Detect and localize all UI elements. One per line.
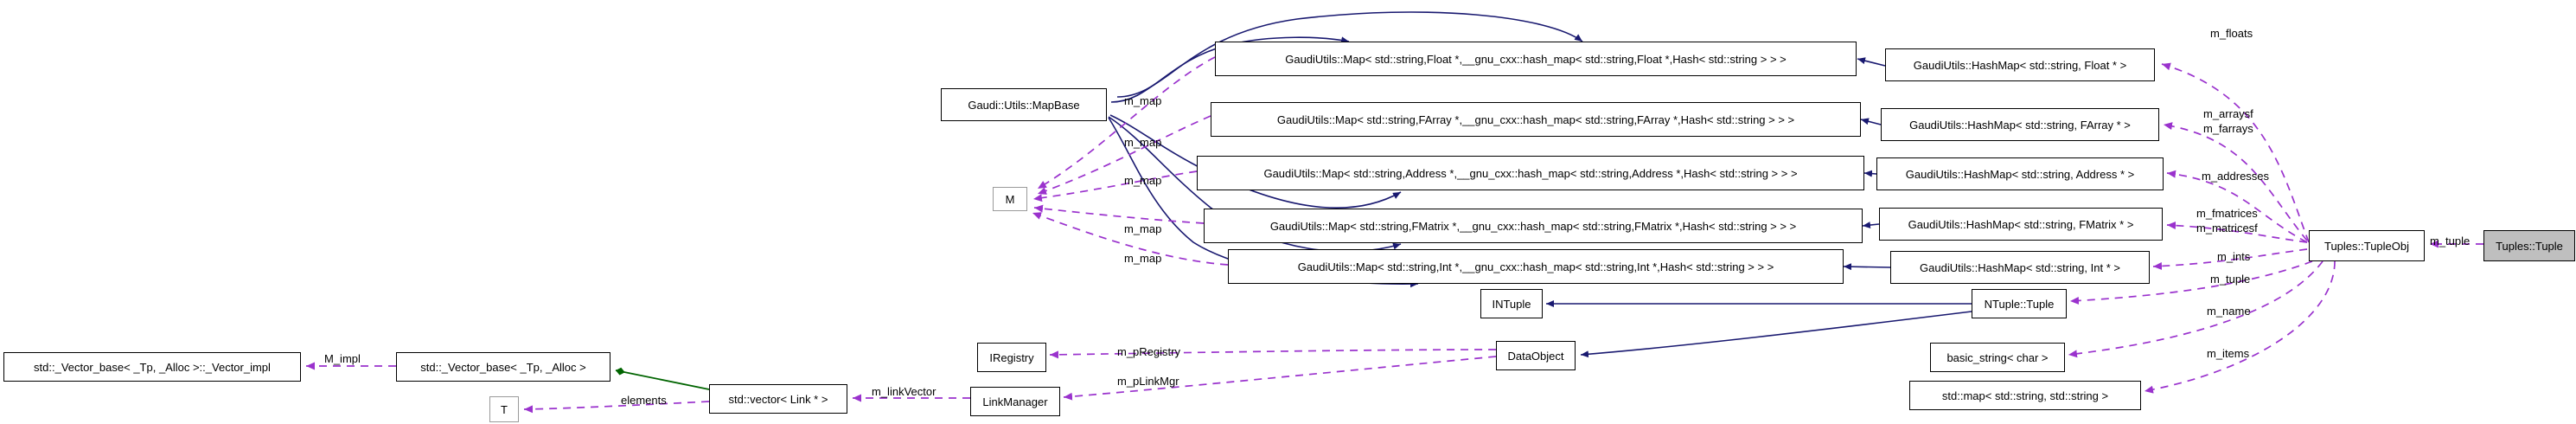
edge-label-text: m_pRegistry: [1117, 345, 1180, 358]
node-intuple[interactable]: INTuple: [1480, 289, 1543, 318]
node-label: std::vector< Link * >: [728, 392, 828, 406]
edge-label-text: m_tuple: [2210, 273, 2251, 286]
node-gaudiutils-map-float[interactable]: GaudiUtils::Map< std::string,Float *,__g…: [1215, 42, 1857, 76]
node-gaudiutils-map-address[interactable]: GaudiUtils::Map< std::string,Address *,_…: [1197, 156, 1864, 190]
node-iregistry[interactable]: IRegistry: [977, 343, 1046, 372]
edge-label-m-linkvector: m_linkVector: [872, 386, 936, 398]
edge-label-text: m_map: [1124, 174, 1162, 187]
node-tuples-tuple[interactable]: Tuples::Tuple: [2483, 230, 2575, 261]
node-label: std::map< std::string, std::string >: [1941, 389, 2109, 402]
edge-label-text: m_tuple: [2430, 234, 2471, 247]
node-label: Tuples::Tuple: [2496, 239, 2563, 253]
node-label: GaudiUtils::HashMap< std::string, Float …: [1913, 58, 2127, 72]
edge-label-m-pregistry: m_pRegistry: [1117, 346, 1180, 358]
node-tuples-tupleobj[interactable]: Tuples::TupleObj: [2309, 230, 2425, 261]
node-gaudi-utils-mapbase[interactable]: Gaudi::Utils::MapBase: [941, 88, 1107, 121]
edge-label-m-map-3: m_map: [1124, 175, 1161, 187]
node-dataobject[interactable]: DataObject: [1496, 341, 1576, 370]
node-gaudiutils-hashmap-float[interactable]: GaudiUtils::HashMap< std::string, Float …: [1885, 48, 2155, 81]
edge-label-text: elements: [621, 394, 667, 407]
node-label: GaudiUtils::HashMap< std::string, Addres…: [1905, 167, 2135, 181]
node-label: std::_Vector_base< _Tp, _Alloc >::_Vecto…: [34, 360, 271, 374]
node-label: Gaudi::Utils::MapBase: [968, 98, 1080, 112]
edge-label-m-impl: M_impl: [324, 353, 361, 365]
node-gaudiutils-hashmap-farray[interactable]: GaudiUtils::HashMap< std::string, FArray…: [1881, 108, 2159, 141]
edge-label-text: m_farrays: [2203, 122, 2253, 135]
edge-label-text: m_items: [2207, 347, 2250, 360]
node-template-param-t[interactable]: T: [489, 396, 519, 422]
usage-edges: [306, 56, 2483, 414]
aggregation-edges: [615, 367, 710, 390]
node-std-vector-base[interactable]: std::_Vector_base< _Tp, _Alloc >: [396, 352, 610, 382]
node-std-vector-base-vector-impl[interactable]: std::_Vector_base< _Tp, _Alloc >::_Vecto…: [3, 352, 301, 382]
node-std-vector-link[interactable]: std::vector< Link * >: [709, 384, 847, 414]
node-label: std::_Vector_base< _Tp, _Alloc >: [420, 360, 586, 374]
node-label: INTuple: [1492, 297, 1531, 311]
edge-label-text: m_linkVector: [872, 385, 936, 398]
node-linkmanager[interactable]: LinkManager: [970, 387, 1060, 416]
edge-label-m-map-2: m_map: [1124, 137, 1161, 149]
edge-label-text: m_name: [2207, 305, 2251, 318]
edge-label-text: M_impl: [324, 352, 361, 365]
node-label: GaudiUtils::Map< std::string,FArray *,__…: [1276, 112, 1795, 126]
node-label: GaudiUtils::Map< std::string,FMatrix *,_…: [1269, 219, 1797, 233]
edge-label-text: m_arraysf: [2203, 107, 2253, 120]
node-label: GaudiUtils::HashMap< std::string, Int * …: [1920, 260, 2120, 274]
node-ntuple-tuple[interactable]: NTuple::Tuple: [1972, 289, 2067, 318]
edge-label-m-plinkmgr: m_pLinkMgr: [1117, 376, 1179, 388]
node-label: GaudiUtils::Map< std::string,Address *,_…: [1263, 166, 1798, 180]
edge-label-m-map-4: m_map: [1124, 223, 1161, 235]
node-basic-string-char[interactable]: basic_string< char >: [1930, 343, 2065, 372]
node-label: NTuple::Tuple: [1984, 297, 2055, 311]
edge-label-elements: elements: [621, 395, 667, 407]
node-label: Tuples::TupleObj: [2324, 239, 2410, 253]
edge-label-text: m_map: [1124, 136, 1162, 149]
node-label: IRegistry: [989, 350, 1034, 364]
edge-label-text: m_addresses: [2202, 170, 2270, 183]
node-gaudiutils-map-farray[interactable]: GaudiUtils::Map< std::string,FArray *,__…: [1211, 102, 1861, 137]
edge-label-text: m_fmatrices: [2196, 207, 2258, 220]
edge-label-m-ints: m_ints: [2217, 251, 2250, 263]
node-std-map-string-string[interactable]: std::map< std::string, std::string >: [1909, 381, 2141, 410]
node-gaudiutils-hashmap-int[interactable]: GaudiUtils::HashMap< std::string, Int * …: [1890, 251, 2150, 284]
edge-label-text: m_map: [1124, 222, 1162, 235]
node-label: LinkManager: [982, 395, 1048, 408]
edge-label-m-map-5: m_map: [1124, 253, 1161, 265]
node-gaudiutils-hashmap-address[interactable]: GaudiUtils::HashMap< std::string, Addres…: [1876, 157, 2164, 190]
node-label: GaudiUtils::HashMap< std::string, FArray…: [1909, 118, 2131, 132]
edge-label-m-tuple-right: m_tuple: [2430, 235, 2470, 247]
edge-label-m-floats: m_floats: [2210, 28, 2253, 40]
node-label: basic_string< char >: [1946, 350, 2049, 364]
edge-label-m-addresses: m_addresses: [2202, 170, 2269, 183]
edge-label-m-arraysf: m_arraysf: [2203, 108, 2253, 120]
edge-label-m-name: m_name: [2207, 305, 2251, 318]
edge-label-text: m_map: [1124, 94, 1162, 107]
edge-label-text: m_map: [1124, 252, 1162, 265]
edge-label-text: m_pLinkMgr: [1117, 375, 1179, 388]
edge-label-m-fmatrices: m_fmatrices: [2196, 208, 2258, 220]
node-label: DataObject: [1507, 349, 1564, 363]
edge-label-m-matricesf: m_matricesf: [2196, 222, 2258, 234]
edge-label-text: m_ints: [2217, 250, 2251, 263]
node-label: GaudiUtils::Map< std::string,Float *,__g…: [1285, 52, 1787, 66]
node-label: GaudiUtils::Map< std::string,Int *,__gnu…: [1297, 260, 1774, 273]
edge-label-m-map-1: m_map: [1124, 95, 1161, 107]
node-gaudiutils-hashmap-fmatrix[interactable]: GaudiUtils::HashMap< std::string, FMatri…: [1879, 208, 2163, 241]
edge-label-text: m_floats: [2210, 27, 2253, 40]
inheritance-edges: [1108, 11, 1972, 358]
node-label: GaudiUtils::HashMap< std::string, FMatri…: [1908, 217, 2134, 231]
node-gaudiutils-map-fmatrix[interactable]: GaudiUtils::Map< std::string,FMatrix *,_…: [1204, 209, 1863, 243]
edge-label-m-farrays: m_farrays: [2203, 123, 2253, 135]
node-label: T: [501, 402, 508, 416]
edge-label-m-tuple-left: m_tuple: [2210, 273, 2250, 286]
edge-label-text: m_matricesf: [2196, 222, 2258, 234]
node-template-param-m[interactable]: M: [993, 187, 1027, 211]
node-label: M: [1005, 192, 1015, 206]
edge-label-m-items: m_items: [2207, 348, 2249, 360]
node-gaudiutils-map-int[interactable]: GaudiUtils::Map< std::string,Int *,__gnu…: [1228, 249, 1844, 284]
